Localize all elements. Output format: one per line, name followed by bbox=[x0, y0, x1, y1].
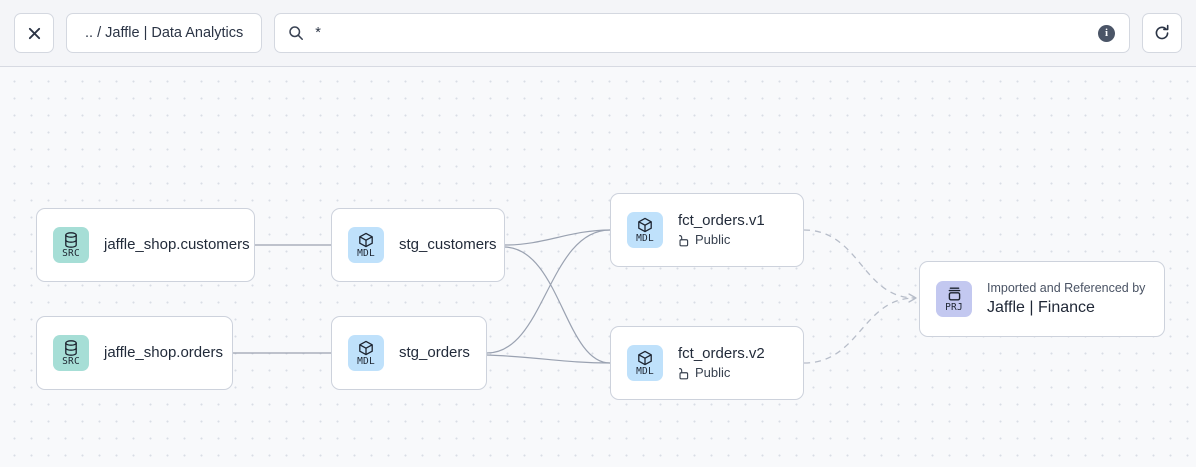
layers-icon bbox=[947, 286, 962, 302]
node-text: stg_customers bbox=[399, 236, 497, 254]
refresh-button[interactable] bbox=[1142, 13, 1182, 53]
breadcrumb-label: .. / Jaffle | Data Analytics bbox=[85, 25, 244, 41]
node-text: stg_orders bbox=[399, 344, 470, 361]
node-src-orders[interactable]: SRC jaffle_shop.orders bbox=[36, 316, 233, 390]
edge-stg-customers-to-fct-v1 bbox=[504, 229, 611, 246]
database-icon bbox=[64, 339, 78, 356]
edge-fct-v2-to-project bbox=[803, 297, 916, 364]
node-title: Jaffle | Finance bbox=[987, 299, 1095, 317]
node-visibility-label: Public bbox=[695, 231, 731, 247]
search-input[interactable] bbox=[315, 25, 1087, 41]
badge-mdl: MDL bbox=[348, 335, 384, 371]
badge-kind-label: MDL bbox=[357, 247, 375, 259]
node-text: jaffle_shop.orders bbox=[104, 344, 223, 362]
node-title: fct_orders.v2 bbox=[678, 345, 765, 363]
unlock-icon bbox=[678, 234, 689, 247]
node-visibility: Public bbox=[678, 364, 765, 381]
node-stg-orders[interactable]: MDL stg_orders bbox=[331, 316, 487, 390]
search-icon bbox=[289, 26, 304, 40]
breadcrumb[interactable]: .. / Jaffle | Data Analytics bbox=[66, 13, 263, 53]
edge-arrowhead-project bbox=[908, 293, 917, 303]
node-visibility-label: Public bbox=[695, 364, 731, 380]
cube-icon bbox=[358, 232, 374, 248]
badge-mdl: MDL bbox=[627, 345, 663, 381]
edge-stg-orders-to-fct-v1 bbox=[486, 229, 611, 354]
node-title: jaffle_shop.customers bbox=[104, 236, 250, 254]
close-icon bbox=[28, 27, 40, 39]
badge-kind-label: SRC bbox=[62, 355, 80, 367]
node-src-customers[interactable]: SRC jaffle_shop.customers bbox=[36, 208, 255, 282]
info-icon[interactable]: i bbox=[1098, 24, 1115, 42]
node-stg-customers[interactable]: MDL stg_customers bbox=[331, 208, 505, 282]
graph-canvas[interactable]: SRC jaffle_shop.customers SRC jaffle_sh bbox=[0, 67, 1196, 467]
node-title: stg_orders bbox=[399, 344, 470, 362]
badge-kind-label: MDL bbox=[636, 232, 654, 244]
cube-icon bbox=[637, 350, 653, 366]
badge-kind-label: PRJ bbox=[945, 301, 963, 313]
node-text: jaffle_shop.customers bbox=[104, 236, 250, 254]
badge-kind-label: MDL bbox=[357, 355, 375, 367]
edge-fct-v1-to-project bbox=[803, 229, 916, 299]
edge-stg-customers-to-fct-v2 bbox=[504, 246, 611, 364]
badge-mdl: MDL bbox=[627, 212, 663, 248]
node-title: stg_customers bbox=[399, 236, 497, 254]
node-fct-orders-v2[interactable]: MDL fct_orders.v2 Public bbox=[610, 326, 804, 400]
badge-kind-label: MDL bbox=[636, 365, 654, 377]
node-eyebrow: Imported and Referenced by bbox=[987, 280, 1146, 295]
node-title: jaffle_shop.orders bbox=[104, 344, 223, 362]
node-text: fct_orders.v1 Public bbox=[678, 212, 765, 247]
badge-src: SRC bbox=[53, 335, 89, 371]
node-text: fct_orders.v2 Public bbox=[678, 345, 765, 380]
toolbar: .. / Jaffle | Data Analytics i bbox=[0, 0, 1196, 67]
badge-prj: PRJ bbox=[936, 281, 972, 317]
unlock-icon bbox=[678, 367, 689, 380]
search-field[interactable]: i bbox=[274, 13, 1130, 53]
node-fct-orders-v1[interactable]: MDL fct_orders.v1 Public bbox=[610, 193, 804, 267]
node-text: Imported and Referenced by Jaffle | Fina… bbox=[987, 281, 1145, 318]
cube-icon bbox=[358, 340, 374, 356]
info-icon-label: i bbox=[1104, 26, 1109, 39]
node-title: fct_orders.v1 bbox=[678, 212, 765, 230]
cube-icon bbox=[637, 217, 653, 233]
badge-src: SRC bbox=[53, 227, 89, 263]
badge-mdl: MDL bbox=[348, 227, 384, 263]
edge-stg-orders-to-fct-v2 bbox=[486, 354, 611, 364]
node-project-jaffle-finance[interactable]: PRJ Imported and Referenced by Jaffle | … bbox=[919, 261, 1165, 337]
close-button[interactable] bbox=[14, 13, 54, 53]
badge-kind-label: SRC bbox=[62, 247, 80, 259]
database-icon bbox=[64, 231, 78, 248]
node-visibility: Public bbox=[678, 231, 765, 248]
refresh-icon bbox=[1155, 24, 1169, 40]
